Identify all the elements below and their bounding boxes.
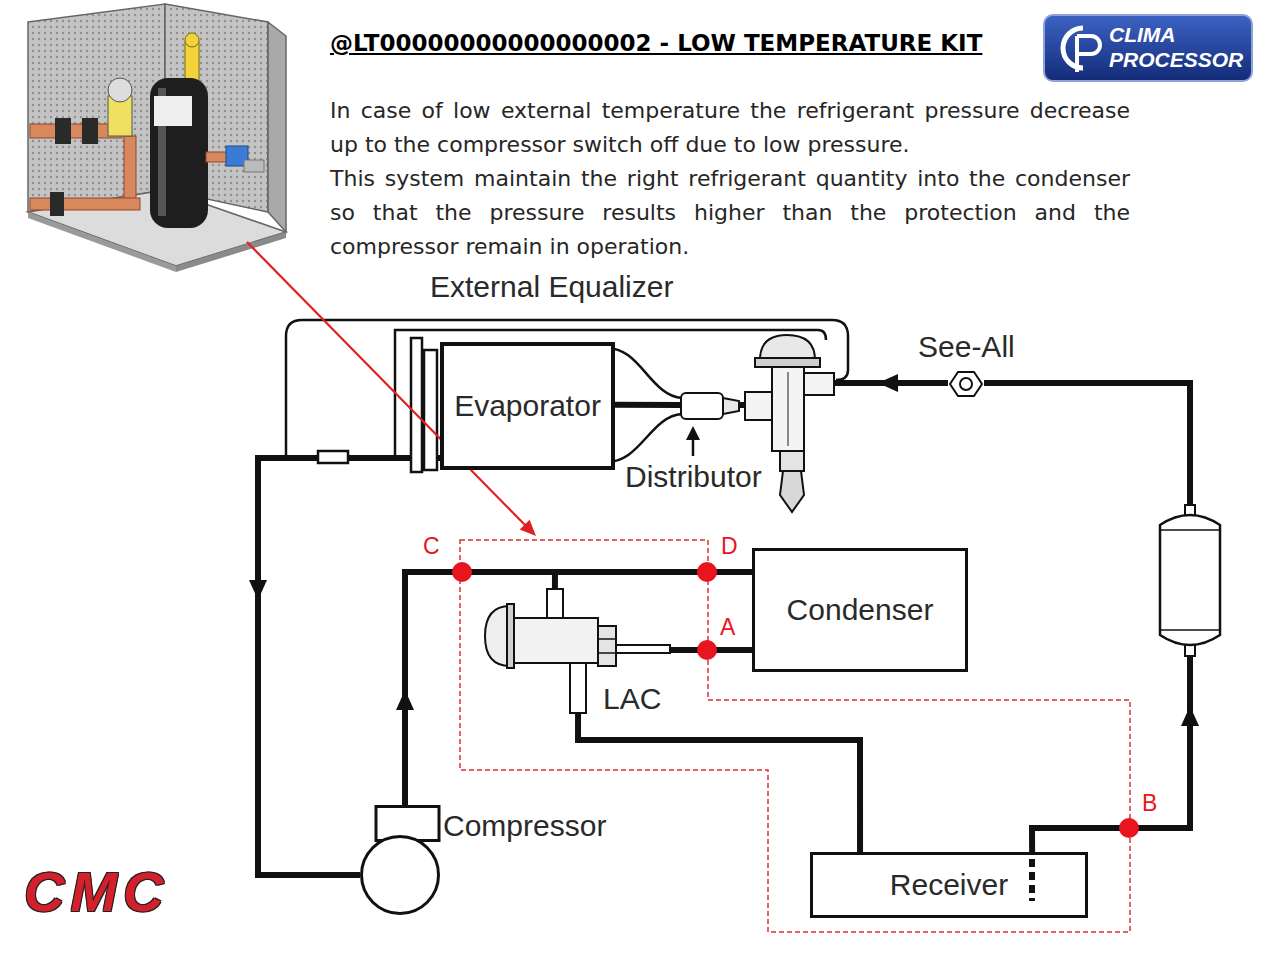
point-letter: D (721, 533, 738, 559)
sight-glass-art (948, 370, 984, 398)
distributor-symbol: Distributor (680, 390, 740, 422)
page-title: @LT00000000000000002 - LOW TEMPERATURE K… (330, 28, 982, 58)
description-text: This system maintain the right refrigera… (330, 162, 1130, 264)
point-letter: B (1142, 790, 1157, 816)
pipe-line (405, 572, 752, 805)
pipe-connector (615, 404, 680, 405)
node-label: Receiver (890, 868, 1008, 902)
evaporator-headers (318, 338, 437, 472)
description-text: In case of low external temperature the … (330, 94, 1130, 162)
kit-picture (28, 4, 286, 272)
pipe-connector (578, 713, 860, 852)
evaporator-box: Evaporator (440, 342, 615, 470)
arrow-head (878, 374, 898, 392)
receiver-box: Receiver (810, 852, 1088, 918)
sight-glass: See-All (948, 370, 984, 398)
pipe-connector (984, 383, 1199, 852)
node-label: CLIMA PROCESSOR (1109, 22, 1251, 72)
node-label: Evaporator (454, 389, 601, 423)
pipe-connector (405, 572, 555, 805)
pipe-line (740, 383, 948, 405)
distributor-tubes (605, 348, 682, 462)
compressor-symbol: Compressor (360, 805, 440, 915)
point-letter: C (423, 533, 440, 559)
line-label: External Equalizer (430, 270, 673, 304)
logo-badge: CLIMA PROCESSOR (1043, 14, 1253, 82)
pipe-line (405, 572, 555, 805)
pipe-connector (740, 374, 948, 405)
distributor-pointer (686, 426, 700, 456)
node-label: Compressor (443, 809, 606, 843)
arrow-head (396, 690, 414, 710)
condenser-box: Condenser (752, 548, 968, 672)
point-letter: A (720, 614, 735, 640)
arrow-head (249, 580, 267, 600)
pipe-connector (396, 572, 752, 805)
node-label: Distributor (625, 460, 762, 494)
pipe-line (670, 647, 752, 653)
lac-valve: LAC (485, 588, 670, 713)
junction-dots (452, 562, 1139, 838)
brand-logo: CMC (24, 862, 170, 922)
pipe-line (984, 383, 1190, 852)
pipe-line (258, 458, 440, 875)
pipe-connector (670, 650, 752, 651)
filter-drier (1160, 505, 1220, 656)
pipe-line (578, 713, 860, 852)
compressor-art (360, 805, 440, 915)
node-label: Condenser (787, 593, 934, 627)
distributor-art (680, 390, 740, 422)
kit-region (247, 242, 1130, 932)
arrow-head (1181, 706, 1199, 726)
pipe-line (615, 402, 680, 408)
node-label: LAC (603, 682, 661, 716)
pipe-connector (249, 458, 440, 875)
node-label: See-All (918, 330, 1015, 364)
